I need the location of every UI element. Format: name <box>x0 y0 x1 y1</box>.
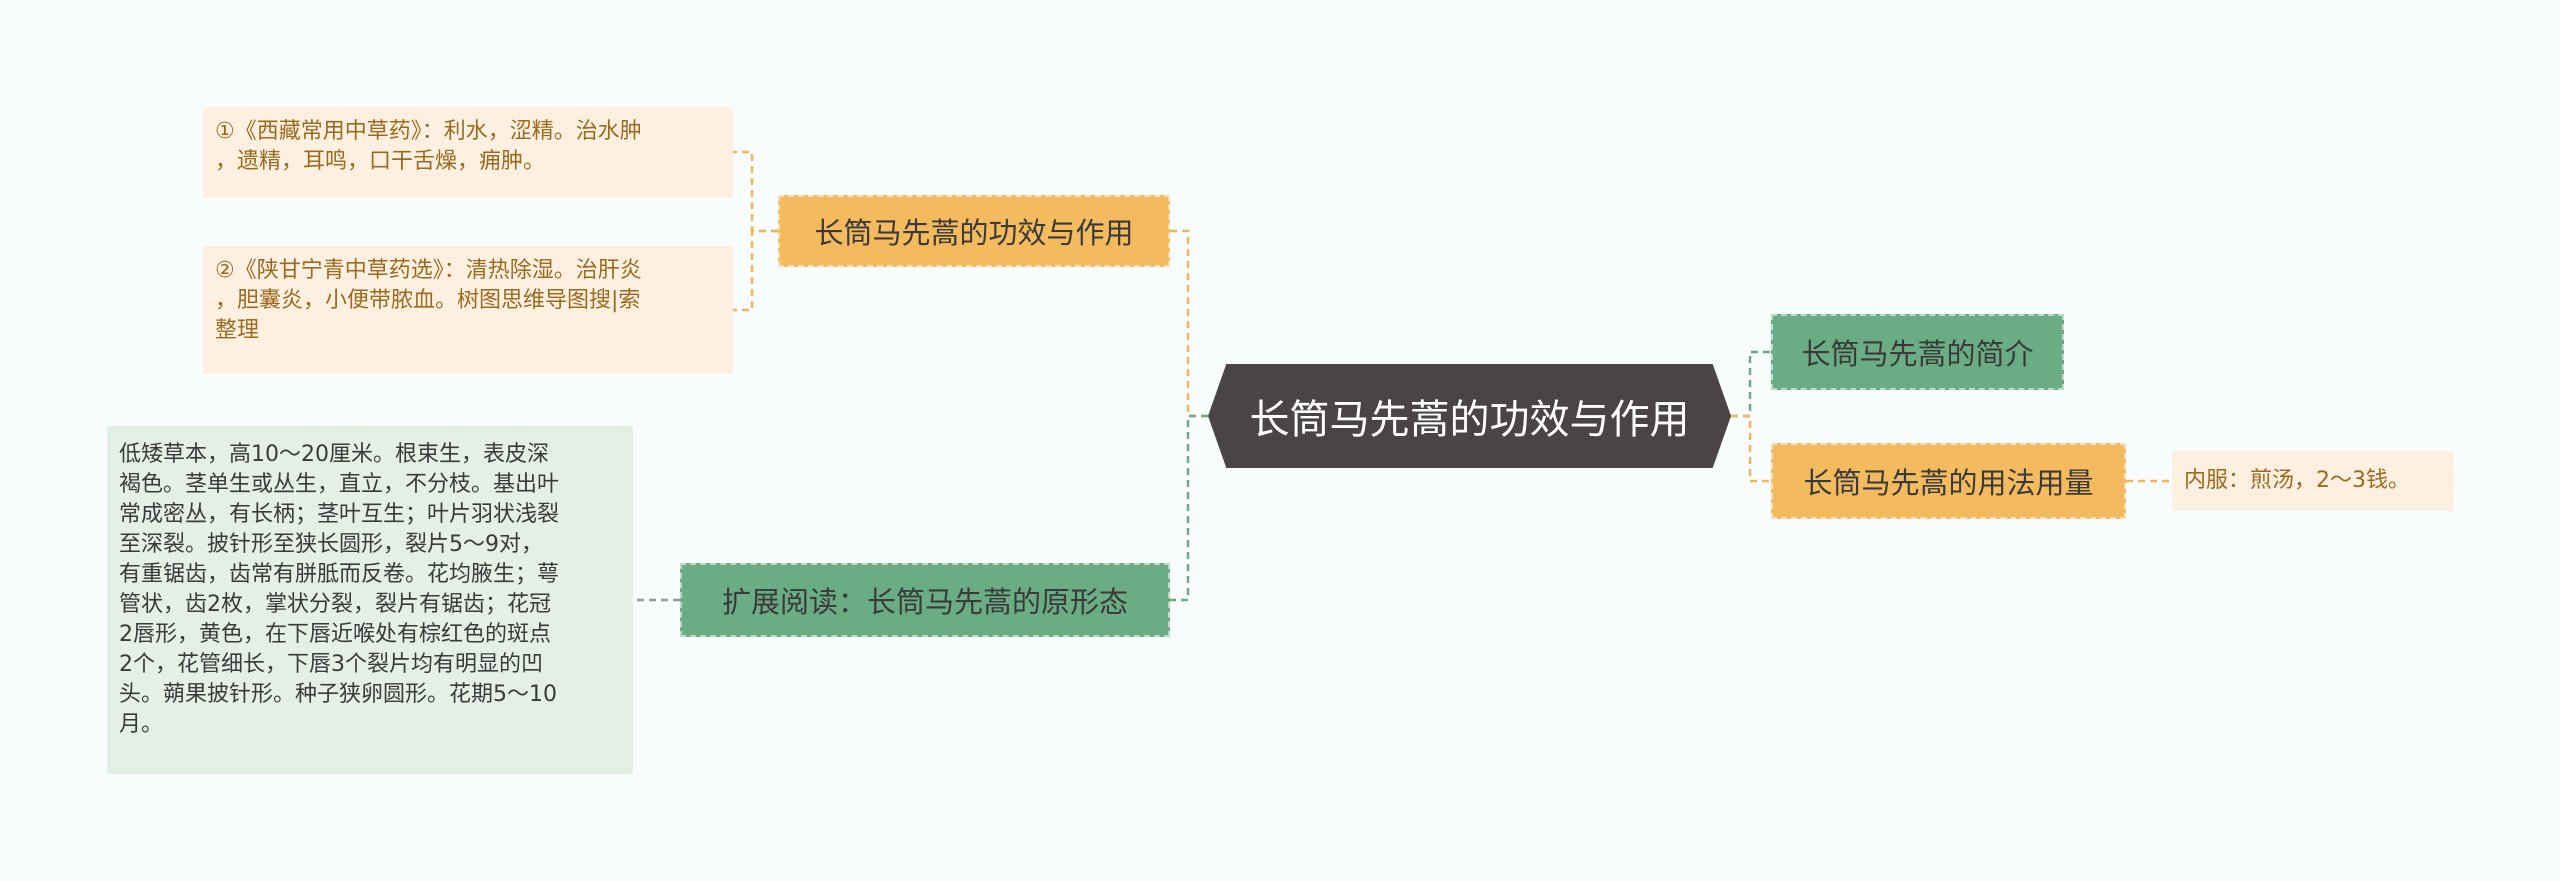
branch-usage[interactable]: 长筒马先蒿的用法用量 <box>1771 443 2126 519</box>
link-root-effects <box>1170 229 1208 418</box>
link-root-intro <box>1731 350 1771 418</box>
leaf-morphology-1-line: 月。 <box>119 712 164 737</box>
branch-effects-label: 长筒马先蒿的功效与作用 <box>814 216 1134 250</box>
leaf-effects-2-line: ，胆囊炎，小便带脓血。树图思维导图搜|索 <box>215 288 641 313</box>
leaf-morphology-1-line: 2唇形，黄色，在下唇近喉处有棕红色的斑点 <box>119 622 551 647</box>
leaf-usage-1-line: 内服：煎汤，2～3钱。 <box>2184 468 2410 493</box>
leaf-morphology-1[interactable]: 低矮草本，高10～20厘米。根束生，表皮深 褐色。茎单生或丛生，直立，不分枝。基… <box>107 426 633 774</box>
leaf-effects-1[interactable]: ①《西藏常用中草药》：利水，涩精。治水肿 ，遗精，耳鸣，口干舌燥，痈肿。 <box>203 107 733 198</box>
leaf-effects-2-line: 整理 <box>215 318 260 343</box>
leaf-morphology-1-line: 低矮草本，高10～20厘米。根束生，表皮深 <box>119 442 549 467</box>
leaf-morphology-1-line: 常成密丛，有长柄；茎叶互生；叶片羽状浅裂 <box>119 502 560 527</box>
root-node[interactable]: 长筒马先蒿的功效与作用 <box>1208 364 1731 468</box>
branch-effects[interactable]: 长筒马先蒿的功效与作用 <box>778 195 1170 267</box>
branch-usage-label: 长筒马先蒿的用法用量 <box>1803 466 2094 500</box>
leaf-usage-1[interactable]: 内服：煎汤，2～3钱。 <box>2172 451 2454 511</box>
link-root-usage <box>1731 414 1771 483</box>
link-root-morphology <box>1170 414 1208 602</box>
leaf-morphology-1-line: 至深裂。披针形至狭长圆形，裂片5～9对， <box>119 532 543 557</box>
leaf-effects-1-line: ，遗精，耳鸣，口干舌燥，痈肿。 <box>215 149 546 174</box>
root-label: 长筒马先蒿的功效与作用 <box>1249 397 1690 443</box>
branch-intro-label: 长筒马先蒿的简介 <box>1801 337 2034 371</box>
leaf-morphology-1-line: 有重锯齿，齿常有胼胝而反卷。花均腋生；萼 <box>119 562 560 587</box>
leaf-morphology-1-line: 2个，花管细长，下唇3个裂片均有明显的凹 <box>119 652 543 677</box>
branch-morphology[interactable]: 扩展阅读：长筒马先蒿的原形态 <box>680 563 1170 637</box>
branch-morphology-label: 扩展阅读：长筒马先蒿的原形态 <box>721 585 1128 619</box>
leaf-effects-2-line: ②《陕甘宁青中草药选》：清热除湿。治肝炎 <box>215 258 642 283</box>
leaf-morphology-1-line: 褐色。茎单生或丛生，直立，不分枝。基出叶 <box>119 472 560 497</box>
leaf-morphology-1-line: 管状，齿2枚，掌状分裂，裂片有锯齿；花冠 <box>119 592 551 617</box>
link-effects-leaf1 <box>733 150 778 233</box>
leaf-effects-2[interactable]: ②《陕甘宁青中草药选》：清热除湿。治肝炎 ，胆囊炎，小便带脓血。树图思维导图搜|… <box>203 246 733 374</box>
branch-intro[interactable]: 长筒马先蒿的简介 <box>1771 314 2064 390</box>
leaf-morphology-1-line: 头。蒴果披针形。种子狭卵圆形。花期5～10 <box>119 682 557 707</box>
leaf-effects-1-line: ①《西藏常用中草药》：利水，涩精。治水肿 <box>215 119 642 144</box>
link-effects-leaf2 <box>733 229 778 312</box>
